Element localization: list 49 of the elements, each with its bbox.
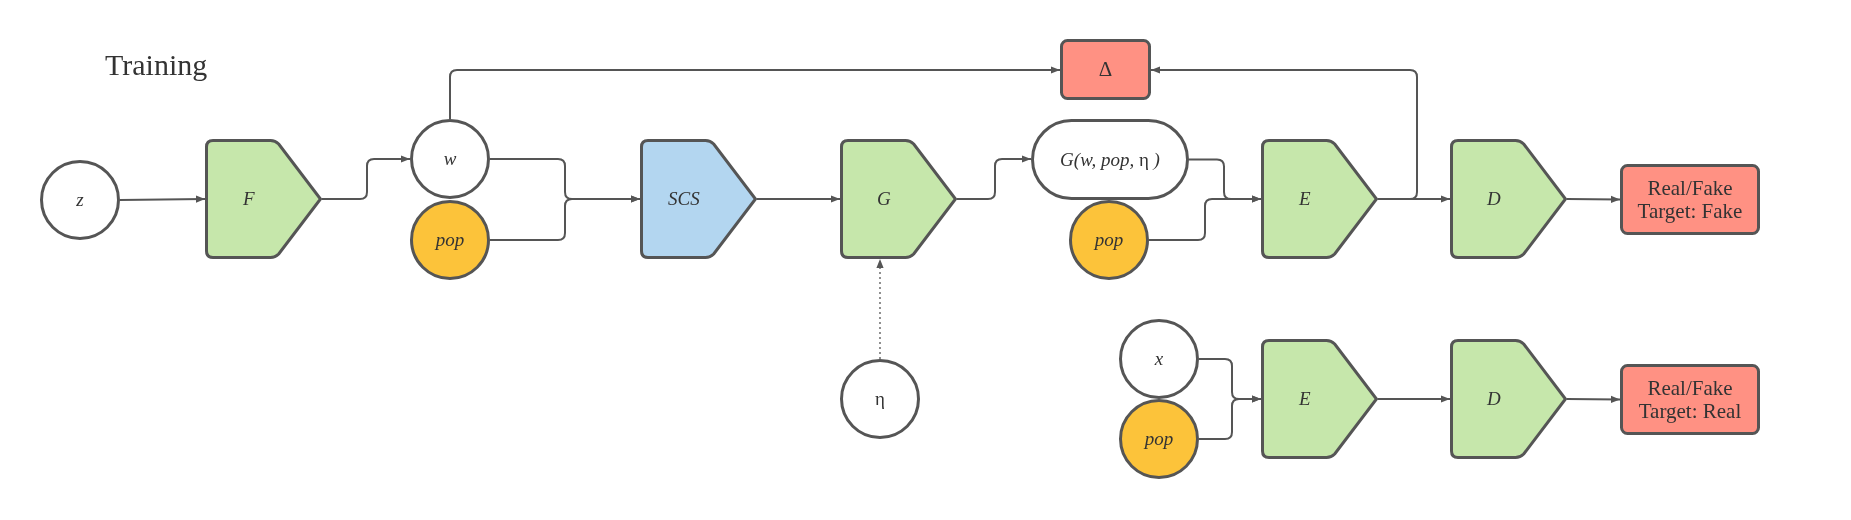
node-label: x bbox=[1153, 348, 1165, 370]
node-label: w bbox=[442, 148, 458, 170]
node-label: D bbox=[1486, 388, 1502, 410]
node-label: D bbox=[1486, 188, 1502, 210]
diagram-title: Training bbox=[105, 48, 208, 82]
circle-node bbox=[1119, 319, 1199, 399]
output-box bbox=[1620, 164, 1760, 235]
arrow bbox=[119, 195, 206, 203]
output-box bbox=[1060, 39, 1151, 100]
pentagon-block bbox=[840, 139, 957, 259]
dotted-arrow bbox=[876, 258, 884, 360]
arrow bbox=[956, 155, 1032, 200]
circle-node bbox=[410, 200, 490, 280]
arrow bbox=[1566, 395, 1621, 403]
arrow bbox=[321, 155, 411, 200]
node-label: η bbox=[874, 388, 886, 410]
circle-node bbox=[1119, 399, 1199, 479]
arrow bbox=[756, 195, 841, 203]
node-label: F bbox=[242, 188, 256, 210]
pentagon-block bbox=[1450, 339, 1567, 459]
circle-node bbox=[1069, 200, 1149, 280]
pentagon-block bbox=[205, 139, 322, 259]
pentagon-block bbox=[1450, 139, 1567, 259]
arrow bbox=[1150, 66, 1418, 200]
node-label: Δ bbox=[1097, 57, 1114, 82]
circle-node bbox=[410, 119, 490, 199]
node-label: E bbox=[1298, 388, 1312, 410]
node-label: pop bbox=[433, 229, 466, 251]
node-label: Real/Fake Target: Real bbox=[1637, 376, 1743, 423]
node-label: G bbox=[876, 188, 892, 210]
node-label: G(w, pop, η ) bbox=[1059, 149, 1161, 170]
node-label: SCS bbox=[667, 188, 701, 210]
node-label: pop bbox=[1092, 229, 1125, 251]
node-label: z bbox=[75, 189, 85, 211]
circle-node bbox=[840, 359, 920, 439]
node-label: Real/Fake Target: Fake bbox=[1636, 176, 1744, 223]
arrow bbox=[1566, 195, 1621, 203]
circle-node bbox=[40, 160, 120, 240]
arrow bbox=[1198, 395, 1262, 440]
pentagon-block bbox=[640, 139, 757, 259]
arrow bbox=[489, 195, 641, 241]
node-label: pop bbox=[1142, 428, 1175, 450]
output-box bbox=[1620, 364, 1760, 435]
arrow bbox=[1148, 195, 1262, 241]
arrow bbox=[449, 66, 1061, 120]
pentagon-block bbox=[1261, 139, 1378, 259]
node-label: E bbox=[1298, 188, 1312, 210]
arrow bbox=[1377, 395, 1451, 403]
pentagon-block bbox=[1261, 339, 1378, 459]
